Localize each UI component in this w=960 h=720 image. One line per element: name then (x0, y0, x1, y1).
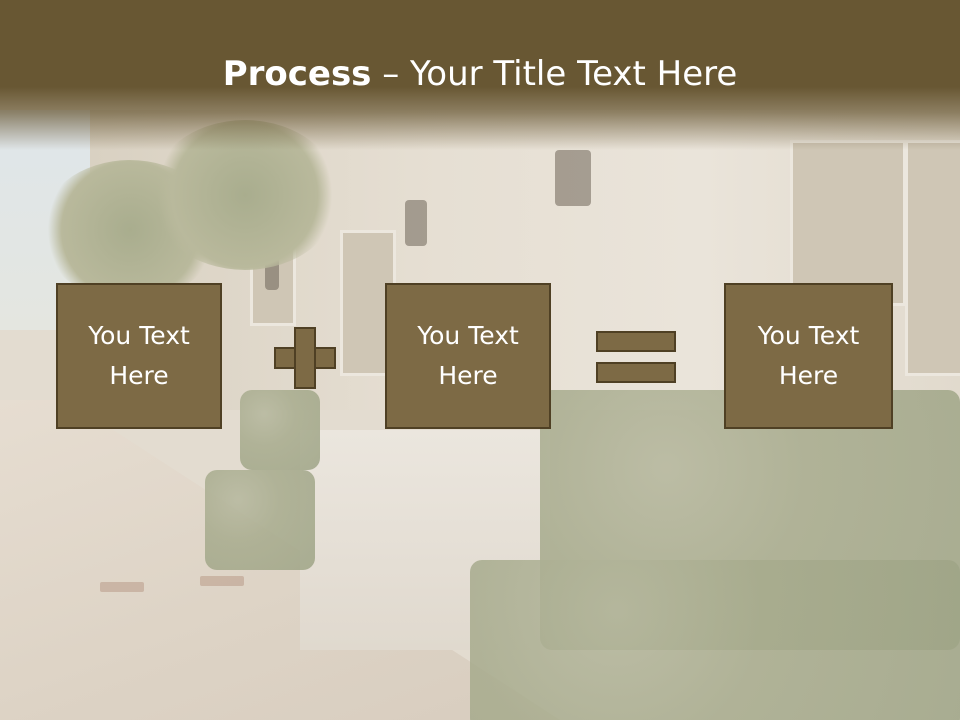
slide-title: Process – Your Title Text Here (0, 50, 960, 98)
title-band (0, 0, 960, 150)
equals-icon (596, 331, 676, 383)
plus-icon (274, 327, 336, 389)
title-bold: Process (222, 54, 372, 94)
process-box-1[interactable]: You Text Here (56, 283, 222, 429)
title-rest: – Your Title Text Here (371, 54, 738, 94)
process-box-2[interactable]: You Text Here (385, 283, 551, 429)
process-box-result[interactable]: You Text Here (724, 283, 893, 429)
